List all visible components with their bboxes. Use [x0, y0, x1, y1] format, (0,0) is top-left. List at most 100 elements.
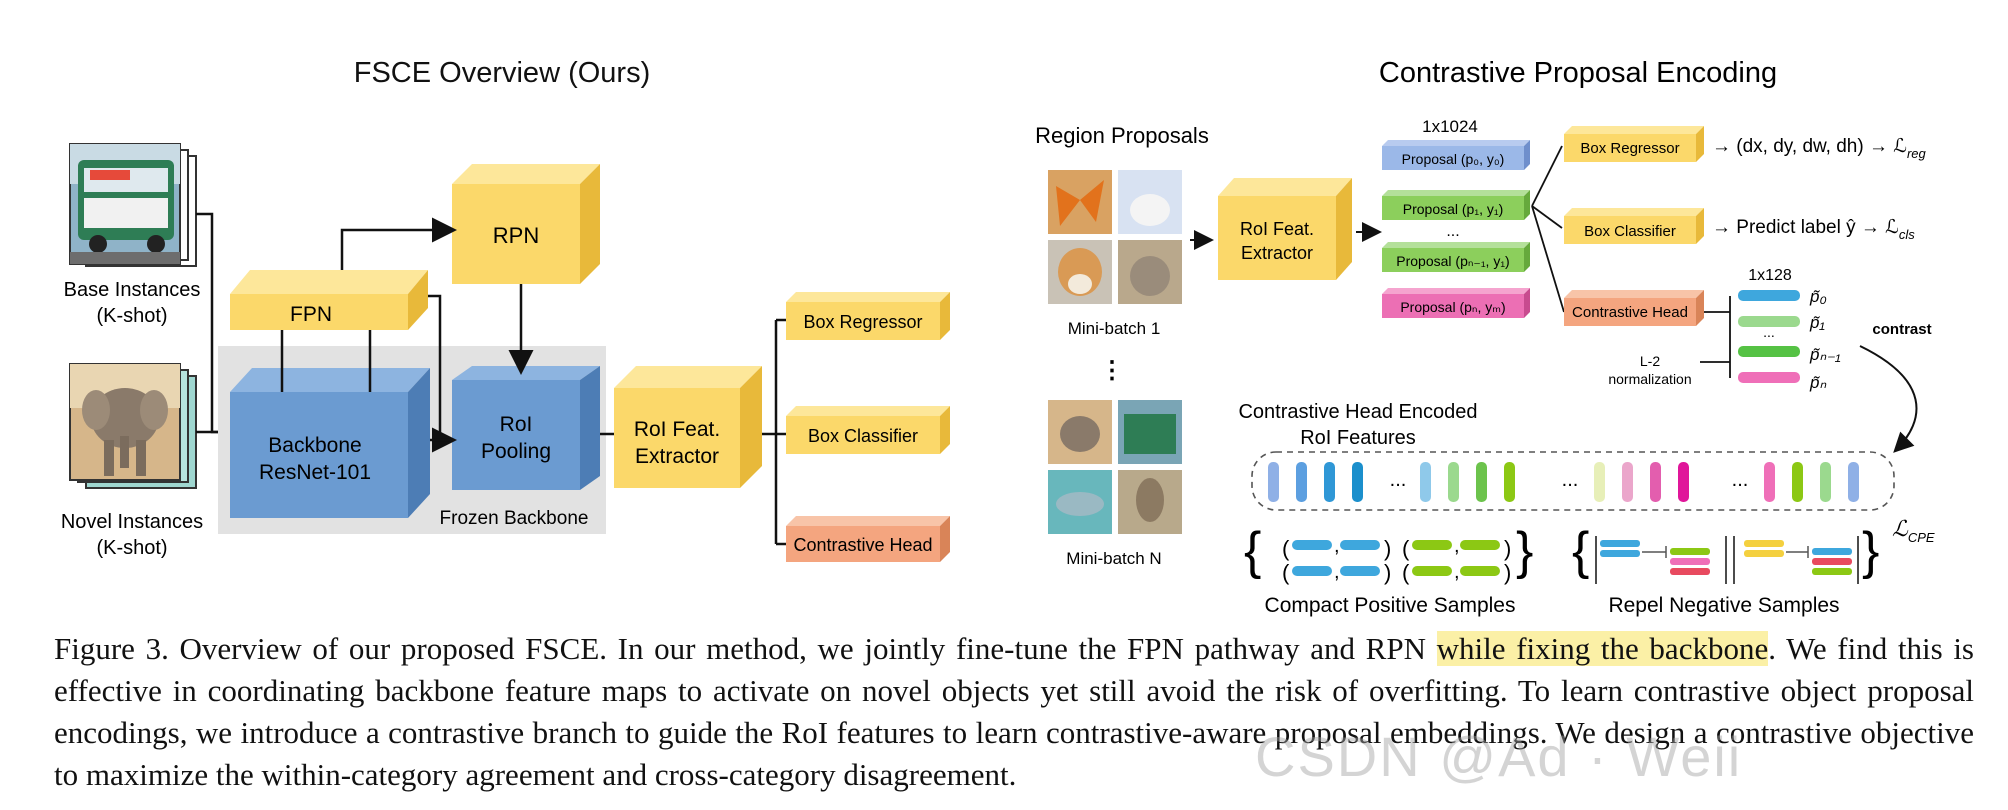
- proposal-1: [1382, 190, 1530, 220]
- embedding-pn-1: [1738, 346, 1800, 357]
- mini-batch-n-label: Mini-batch N: [1066, 549, 1161, 568]
- embedding-dots: ...: [1763, 324, 1775, 340]
- right-title: Contrastive Proposal Encoding: [1379, 57, 1777, 89]
- encoded-feature-bar: [1420, 462, 1431, 502]
- encoded-feature-bar: [1792, 462, 1803, 502]
- mini-batch-1-images: [1048, 170, 1182, 304]
- caption-part-2: . We find this is effective in coordinat…: [54, 631, 1974, 792]
- box-classifier-label: Box Classifier: [808, 426, 918, 446]
- right-contrastive-head-label: Contrastive Head: [1572, 304, 1688, 321]
- roi-pooling-block: [452, 366, 600, 490]
- svg-text:{: {: [1572, 522, 1589, 580]
- svg-text:}: }: [1516, 522, 1533, 580]
- svg-text:,: ,: [1334, 535, 1340, 557]
- svg-text:,: ,: [1454, 535, 1460, 557]
- box-regressor-block: [786, 292, 950, 340]
- svg-text:}: }: [1862, 522, 1879, 580]
- pn-label: p̃ₙ: [1809, 373, 1826, 392]
- encoded-feature-bar: [1268, 462, 1279, 502]
- cpe-loss: ℒCPE: [1892, 516, 1935, 545]
- l2-label-1: L-2: [1640, 353, 1660, 369]
- box-classifier-block: [786, 406, 950, 454]
- svg-text:): ): [1504, 536, 1511, 561]
- svg-text:): ): [1384, 536, 1391, 561]
- encoded-feature-bar: [1622, 462, 1633, 502]
- caption-highlight: while fixing the backbone: [1436, 631, 1769, 666]
- proposal-0: [1382, 140, 1530, 170]
- rpn-block: [452, 164, 600, 284]
- novel-kshot: (K-shot): [96, 537, 167, 559]
- strip-dots-1: ...: [1390, 469, 1407, 491]
- figure-caption: Figure 3. Overview of our proposed FSCE.…: [54, 628, 1974, 796]
- svg-text:(: (: [1282, 536, 1290, 561]
- contrastive-head-label: Contrastive Head: [793, 535, 932, 555]
- compact-positive-samples: { ( ( , , ) ) ( ( , , ) ) }: [1244, 522, 1533, 585]
- base-label: Base Instances: [64, 279, 201, 301]
- right-roi-feat-label-2: Extractor: [1241, 243, 1313, 263]
- compact-label: Compact Positive Samples: [1265, 594, 1516, 617]
- proposal-n: [1382, 288, 1530, 318]
- right-box-classifier-block: [1564, 208, 1704, 244]
- proposal-n-1: [1382, 242, 1530, 272]
- svg-text:(: (: [1402, 536, 1410, 561]
- encoded-label-1: Contrastive Head Encoded: [1238, 401, 1477, 423]
- encoded-feature-bar: [1504, 462, 1515, 502]
- encoded-feature-bar: [1352, 462, 1363, 502]
- mini-batch-vdots: ⋮: [1100, 357, 1124, 384]
- encoded-feature-bar: [1650, 462, 1661, 502]
- contrast-label: contrast: [1872, 321, 1931, 338]
- encoded-feature-bar: [1678, 462, 1689, 502]
- region-proposals-label: Region Proposals: [1035, 123, 1209, 148]
- pn1-label: p̃ₙ₋₁: [1809, 345, 1841, 364]
- svg-text:): ): [1504, 560, 1511, 585]
- proposal-n-label: Proposal (pₙ, yₘ): [1400, 299, 1505, 315]
- backbone-label-1: Backbone: [268, 434, 361, 457]
- backbone-label-2: ResNet-101: [259, 461, 371, 484]
- repel-negative-samples: { }: [1572, 522, 1879, 584]
- p1-label: p̃₁: [1809, 313, 1825, 332]
- svg-text:,: ,: [1334, 561, 1340, 583]
- encoded-label-2: RoI Features: [1300, 427, 1416, 449]
- encoded-feature-bars: [1268, 462, 1859, 502]
- encoded-feature-bar: [1476, 462, 1487, 502]
- encoded-feature-bar: [1820, 462, 1831, 502]
- embedding-pn: [1738, 372, 1800, 383]
- strip-dots-3: ...: [1732, 469, 1749, 491]
- box-regressor-label: Box Regressor: [803, 312, 922, 332]
- reg-output: → (dx, dy, dw, dh) → ℒreg: [1712, 136, 1927, 161]
- backbone-block: [230, 368, 430, 518]
- cls-output: → Predict label ŷ → ℒcls: [1712, 217, 1915, 242]
- dim-128-label: 1x128: [1748, 267, 1792, 284]
- roi-pooling-label-1: RoI: [500, 413, 533, 436]
- mini-batch-1-label: Mini-batch 1: [1068, 319, 1161, 338]
- mini-batch-n-images: [1048, 400, 1182, 534]
- encoded-features-strip: [1251, 451, 1895, 511]
- contrast-arrow: [1859, 345, 1918, 453]
- base-instances-image: [69, 143, 197, 267]
- p0-label: p̃₀: [1809, 287, 1827, 306]
- l2-label-2: normalization: [1608, 371, 1691, 387]
- embedding-p0: [1738, 290, 1800, 301]
- right-contrastive-head-block: [1564, 290, 1704, 326]
- roi-feat-extractor-block: [614, 366, 762, 488]
- novel-instances-image: [69, 363, 197, 489]
- frozen-backbone-label: Frozen Backbone: [440, 508, 589, 529]
- caption-part-1: Figure 3. Overview of our proposed FSCE.…: [54, 631, 1437, 666]
- right-box-classifier-label: Box Classifier: [1584, 223, 1676, 240]
- base-kshot: (K-shot): [96, 305, 167, 327]
- svg-text:(: (: [1282, 560, 1290, 585]
- proposal-1-label: Proposal (p₁, y₁): [1403, 201, 1503, 217]
- svg-text:(: (: [1402, 560, 1410, 585]
- contrastive-head-block: [786, 516, 950, 562]
- strip-dots-2: ...: [1562, 469, 1579, 491]
- repel-label: Repel Negative Samples: [1608, 594, 1839, 617]
- encoded-feature-bar: [1296, 462, 1307, 502]
- svg-text:,: ,: [1454, 561, 1460, 583]
- novel-label: Novel Instances: [61, 511, 203, 533]
- roi-feat-label-1: RoI Feat.: [634, 418, 720, 441]
- encoded-feature-bar: [1324, 462, 1335, 502]
- encoded-feature-bar: [1594, 462, 1605, 502]
- svg-text:): ): [1384, 560, 1391, 585]
- fpn-label: FPN: [290, 303, 332, 326]
- proposal-n-1-label: Proposal (pₙ₋₁, y₁): [1396, 253, 1509, 269]
